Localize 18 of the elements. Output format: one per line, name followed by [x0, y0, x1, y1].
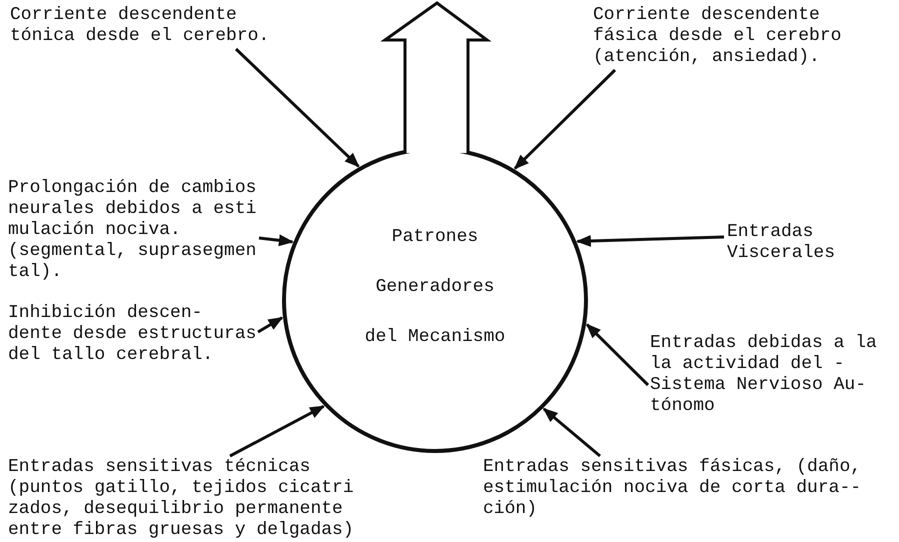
annotation-text: Prolongación de cambios neurales debidos a esti mulación nociva. (segmental, suprasegmen tal). — [8, 178, 256, 283]
arrow — [576, 234, 724, 247]
node-label: Patrones Generadores del Mecanismo — [364, 226, 506, 349]
arrow — [257, 316, 284, 334]
annotation-text: Entradas debidas a la la actividad del - Sistema Nervioso Au- tónomo — [650, 333, 877, 417]
arrow — [586, 323, 650, 386]
arrow — [258, 234, 294, 246]
annotation-text: Corriente descendente tónica desde el cerebro. — [10, 5, 270, 47]
arrow — [542, 408, 601, 458]
output-block-arrow — [380, 1, 492, 154]
annotation-text: Inhibición descen- dente desde estructuras del tallo cerebral. — [8, 303, 256, 366]
arrow — [514, 68, 616, 170]
arrow — [234, 48, 360, 168]
annotation-text: Entradas sensitivas fásicas, (daño, estimulación nociva de corta dura-- ción) — [483, 457, 862, 520]
arrow — [229, 405, 325, 458]
annotation-text: Entradas sensitivas técnicas (puntos gatillo, tejidos cicatri zados, desequilibrio permanente entre fibras gruesas y delgadas) — [8, 457, 354, 541]
annotation-text: Corriente descendente fásica desde el cerebro (atención, ansiedad). — [593, 5, 842, 68]
annotation-text: Entradas Viscerales — [727, 222, 836, 264]
